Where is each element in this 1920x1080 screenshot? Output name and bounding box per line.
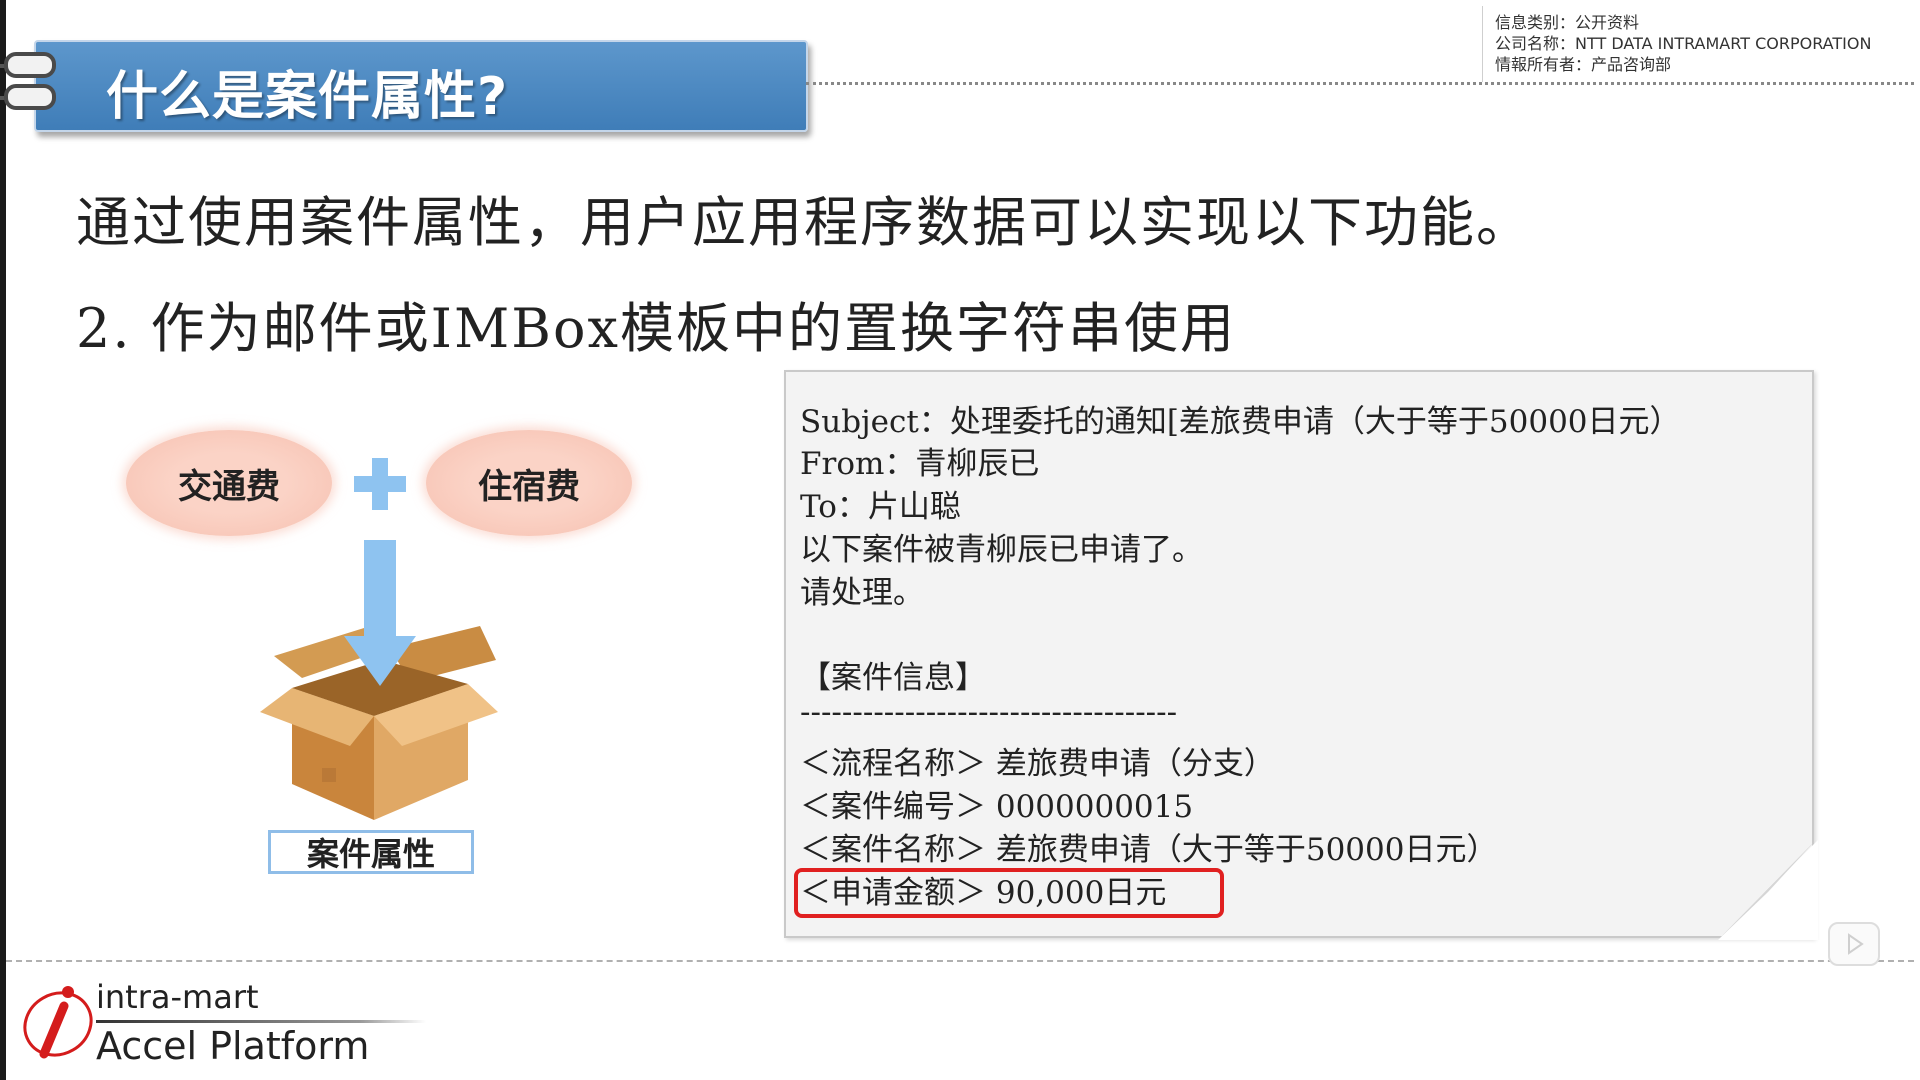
- info-owner: 情報所有者：产品咨询部: [1495, 55, 1672, 74]
- info-category: 信息类别：公开资料: [1495, 13, 1640, 32]
- email-subject: Subject：处理委托的通知[差旅费申请（大于等于50000日元）: [800, 404, 1681, 440]
- footer-divider: [6, 960, 1914, 962]
- header-divider: [806, 82, 1914, 85]
- slide-left-edge: [0, 0, 6, 1080]
- email-flow-name: ＜流程名称＞ 差旅费申请（分支）: [800, 746, 1275, 782]
- amount-highlight-box: [794, 868, 1224, 918]
- title-banner: 什么是案件属性?: [34, 40, 808, 132]
- transport-cost-pill: 交通费: [126, 430, 332, 536]
- case-attribute-label: 案件属性: [268, 830, 474, 874]
- info-company: 公司名称：NTT DATA INTRAMART CORPORATION: [1495, 34, 1872, 53]
- intra-mart-logo-icon: [23, 986, 93, 1059]
- email-separator: ------------------------------------: [800, 694, 1178, 730]
- email-section-title: 【案件信息】: [800, 660, 986, 696]
- email-case-number: ＜案件编号＞ 0000000015: [800, 789, 1194, 825]
- email-from: From：青柳辰已: [800, 446, 1040, 482]
- logo-text-accel-platform: Accel Platform: [96, 1024, 370, 1068]
- plus-icon: [354, 458, 406, 510]
- binder-ring-icon: [4, 52, 56, 78]
- email-amount: ＜申请金额＞ 90,000日元: [800, 875, 1167, 911]
- feature-item-2: 2. 作为邮件或IMBox模板中的置换字符串使用: [76, 297, 1236, 360]
- email-body-process: 请处理。: [800, 575, 924, 611]
- logo-underline: [96, 1020, 426, 1023]
- page-curl: [1718, 840, 1818, 940]
- play-icon: [1848, 933, 1864, 955]
- page-title: 什么是案件属性?: [106, 67, 509, 127]
- arrow-down-icon: [344, 540, 416, 686]
- cardboard-box-icon: [260, 626, 498, 820]
- play-button[interactable]: [1828, 922, 1880, 966]
- email-to: To：片山聪: [800, 489, 961, 525]
- email-case-name: ＜案件名称＞ 差旅费申请（大于等于50000日元）: [800, 832, 1498, 868]
- lodging-cost-pill: 住宿费: [426, 430, 632, 536]
- email-body-applied: 以下案件被青柳辰已申请了。: [800, 532, 1203, 568]
- logo-text-intra-mart: intra-mart: [96, 978, 259, 1016]
- email-template-panel: [784, 370, 1814, 938]
- document-info-box: 信息类别：公开资料 公司名称：NTT DATA INTRAMART CORPOR…: [1482, 6, 1918, 82]
- binder-ring-icon: [4, 84, 56, 110]
- intro-text: 通过使用案件属性，用户应用程序数据可以实现以下功能。: [76, 191, 1532, 254]
